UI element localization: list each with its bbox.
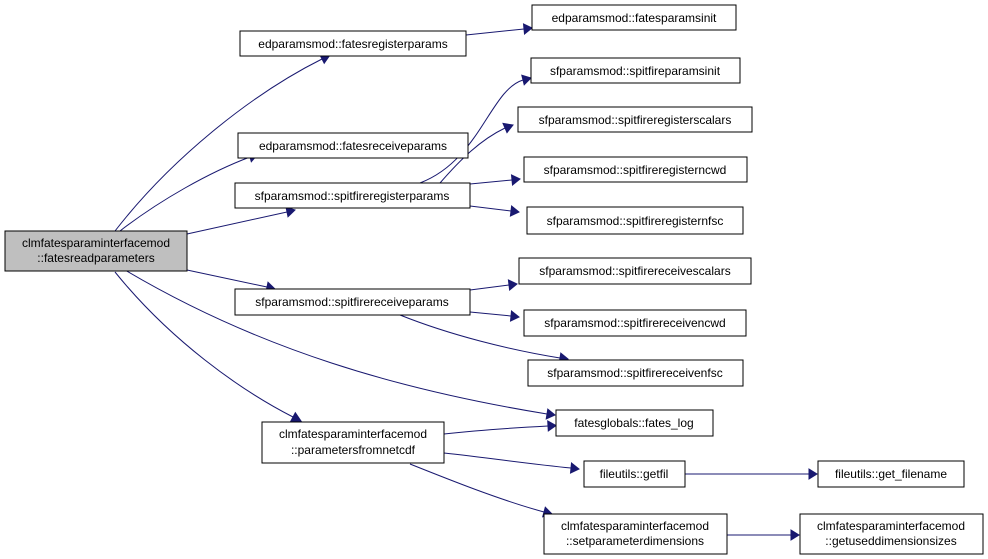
edge-params-netcdf-to-fates-log — [443, 420, 557, 435]
node-spitfirereceivenfsc[interactable]: sfparamsmod::spitfirereceivenfsc — [527, 359, 744, 387]
node-label: sfparamsmod::spitfireregisterparams — [255, 189, 450, 203]
node-spitfireregisterncwd[interactable]: sfparamsmod::spitfireregisterncwd — [523, 156, 748, 183]
edge-getfil-to-get-filename — [685, 468, 818, 480]
edge-sf-register-to-sf-init — [419, 74, 532, 184]
edge-root-to-params-netcdf — [114, 271, 302, 422]
node-label-line: ::getuseddimensionsizes — [825, 534, 956, 548]
edge-sf-receive-to-sf-rec-scalars — [469, 279, 518, 291]
node-label-line: ::setparameterdimensions — [566, 534, 704, 548]
node-label: sfparamsmod::spitfirereceivencwd — [544, 316, 725, 330]
node-label-line: ::parametersfromnetcdf — [291, 443, 416, 457]
node-spitfirereceivescalars[interactable]: sfparamsmod::spitfirereceivescalars — [518, 257, 752, 285]
node-spitfireparamsinit[interactable]: sfparamsmod::spitfireparamsinit — [530, 57, 741, 84]
node-label-line: clmfatesparaminterfacemod — [561, 519, 709, 533]
node-label: sfparamsmod::spitfireregisterscalars — [539, 113, 732, 127]
node-fates-log[interactable]: fatesglobals::fates_log — [555, 409, 714, 437]
node-label: edparamsmod::fatesregisterparams — [258, 37, 447, 51]
node-spitfireregisternfsc[interactable]: sfparamsmod::spitfireregisternfsc — [526, 206, 744, 235]
node-spitfirereceiveparams[interactable]: sfparamsmod::spitfirereceiveparams — [234, 288, 471, 316]
edge-sf-receive-to-sf-rec-ncwd — [469, 310, 520, 322]
node-label: sfparamsmod::spitfireparamsinit — [550, 64, 721, 78]
edge-sf-register-to-sf-reg-nfsc — [469, 205, 520, 217]
node-label: sfparamsmod::spitfirereceivenfsc — [547, 366, 722, 380]
node-label: fatesglobals::fates_log — [574, 416, 693, 430]
node-fatesreceiveparams[interactable]: edparamsmod::fatesreceiveparams — [237, 132, 469, 159]
node-label: sfparamsmod::spitfirereceiveparams — [255, 295, 448, 309]
edge-params-netcdf-to-getfil — [443, 452, 580, 474]
node-setparameterdimensions[interactable]: clmfatesparaminterfacemod ::setparameter… — [543, 513, 728, 555]
node-label-line: clmfatesparaminterfacemod — [279, 427, 427, 441]
node-label: sfparamsmod::spitfireregisterncwd — [544, 163, 727, 177]
node-label: fileutils::get_filename — [835, 467, 947, 481]
node-spitfireregisterparams[interactable]: sfparamsmod::spitfireregisterparams — [234, 182, 471, 209]
node-spitfirereceivencwd[interactable]: sfparamsmod::spitfirereceivencwd — [523, 309, 747, 337]
edge-root-to-sf-register — [186, 206, 296, 235]
node-label: fileutils::getfil — [600, 467, 669, 481]
node-label: edparamsmod::fatesparamsinit — [552, 11, 717, 25]
node-get-filename[interactable]: fileutils::get_filename — [817, 460, 965, 488]
node-label-line: clmfatesparaminterfacemod — [22, 236, 170, 250]
node-fatesparamsinit[interactable]: edparamsmod::fatesparamsinit — [531, 4, 737, 31]
node-spitfireregisterscalars[interactable]: sfparamsmod::spitfireregisterscalars — [517, 106, 753, 133]
node-getfil[interactable]: fileutils::getfil — [583, 460, 686, 488]
node-getuseddimensionsizes[interactable]: clmfatesparaminterfacemod ::getuseddimen… — [799, 513, 984, 555]
node-parametersfromnetcdf[interactable]: clmfatesparaminterfacemod ::parametersfr… — [261, 421, 445, 464]
node-fatesregisterparams[interactable]: edparamsmod::fatesregisterparams — [239, 30, 467, 57]
edge-params-netcdf-to-set-dims — [409, 463, 553, 518]
function-nodes: clmfatesparaminterfacemod ::fatesreadpar… — [4, 4, 984, 555]
node-label: edparamsmod::fatesreceiveparams — [259, 139, 447, 153]
edge-root-to-fates-log — [124, 269, 556, 420]
node-label: sfparamsmod::spitfireregisternfsc — [547, 214, 724, 228]
node-label-line: clmfatesparaminterfacemod — [817, 519, 965, 533]
edge-sf-register-to-sf-reg-ncwd — [469, 174, 521, 186]
node-label-line: ::fatesreadparameters — [37, 251, 154, 265]
node-label: sfparamsmod::spitfirereceivescalars — [539, 264, 730, 278]
node-fatesreadparameters[interactable]: clmfatesparaminterfacemod ::fatesreadpar… — [4, 230, 188, 272]
edge-set-dims-to-get-used-dims — [727, 529, 800, 541]
edge-ed-register-to-ed-init — [465, 23, 533, 36]
edge-sf-register-to-sf-reg-scalars — [439, 122, 514, 184]
